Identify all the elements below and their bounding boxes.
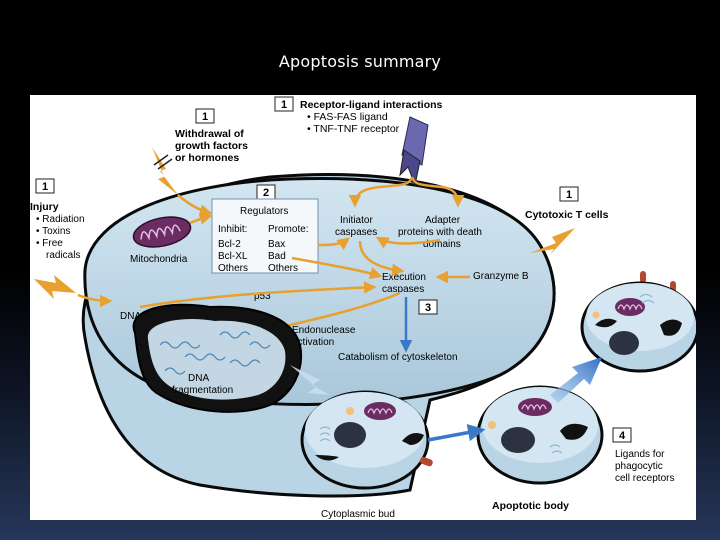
svg-text:4: 4 — [619, 430, 626, 442]
step-badge-withdrawal: 1 — [195, 108, 215, 124]
apoptotic-body-label: Apoptotic body — [492, 500, 569, 512]
step-badge-execution: 3 — [418, 299, 438, 315]
granzyme-label: Granzyme B — [473, 271, 529, 282]
injury-item-toxins: • Toxins — [36, 226, 70, 237]
receptor-item-fas: • FAS-FAS ligand — [307, 111, 388, 123]
regulators-title: Regulators — [240, 206, 288, 217]
p53-label: p53 — [254, 291, 271, 302]
lightning-cytotoxic-icon — [530, 228, 575, 255]
apoptosis-diagram: 1 1 1 1 2 3 4 Receptor-ligand interactio… — [30, 96, 696, 520]
endonuclease-line-1: Endonuclease — [292, 325, 356, 336]
cytotoxic-label: Cytotoxic T cells — [525, 209, 609, 221]
dna-fragmentation-line-1: DNA — [188, 373, 209, 384]
slide-title: Apoptosis summary — [278, 52, 442, 71]
svg-text:1: 1 — [281, 99, 287, 111]
arrow-withdrawal-to-regulators — [177, 194, 213, 217]
promoter-others: Others — [268, 263, 298, 274]
receptor-title: Receptor-ligand interactions — [300, 99, 443, 111]
apoptotic-nucleus — [501, 427, 535, 453]
inhibitor-bcl2: Bcl-2 — [218, 239, 241, 250]
withdrawal-line-1: Withdrawal of — [175, 128, 244, 140]
catabolism-label: Catabolism of cytoskeleton — [338, 352, 458, 363]
arrow-adapter-to-initiator — [375, 236, 441, 249]
withdrawal-line-3: or hormones — [175, 152, 239, 164]
svg-text:3: 3 — [425, 302, 431, 314]
svg-text:2: 2 — [263, 187, 269, 199]
apoptotic-body — [476, 385, 604, 485]
fragmented-nucleus — [132, 303, 303, 413]
adapter-line-2: proteins with death — [398, 227, 482, 238]
arrow-injury-to-dna — [77, 293, 113, 308]
adapter-line-1: Adapter — [425, 215, 461, 226]
step-badge-cytotoxic: 1 — [559, 186, 579, 202]
execution-line-2: caspases — [382, 284, 424, 295]
phagocyte-mitochondrion-icon — [615, 298, 645, 316]
arrow-to-bud — [290, 365, 330, 395]
endonuclease-line-2: activation — [292, 337, 334, 348]
receptor-icon — [399, 116, 429, 187]
injury-title: Injury — [30, 201, 59, 213]
ligands-line-1: Ligands for — [615, 449, 665, 460]
mitochondria-icon — [132, 216, 192, 248]
phagocyte-nucleus — [609, 331, 639, 355]
inhibitor-others: Others — [218, 263, 248, 274]
cytoplasmic-bud — [300, 390, 430, 490]
ligands-line-3: cell receptors — [615, 473, 674, 484]
withdrawal-line-2: growth factors — [175, 140, 248, 152]
receptor-item-tnf: • TNF-TNF receptor — [307, 123, 400, 135]
bud-mitochondrion-icon — [364, 402, 396, 420]
mitochondria-label: Mitochondria — [130, 254, 188, 265]
inhibit-header: Inhibit: — [218, 224, 247, 235]
svg-text:1: 1 — [566, 189, 572, 201]
orange-arrows — [77, 176, 470, 334]
ligands-line-2: phagocytic — [615, 461, 663, 472]
promote-header: Promote: — [268, 224, 309, 235]
step-badge-receptor: 1 — [274, 96, 294, 112]
phagocytic-cell — [580, 281, 696, 373]
inhibitor-bclxl: Bcl-XL — [218, 251, 248, 262]
promoter-bax: Bax — [268, 239, 285, 250]
dna-label: DNA — [120, 311, 141, 322]
arrow-bud-to-body — [427, 423, 486, 442]
bud-nucleus — [334, 422, 366, 448]
arrow-to-adapter — [410, 176, 465, 208]
step-badge-ligands: 4 — [612, 427, 632, 443]
arrow-regulators-to-execution — [291, 256, 383, 280]
arrow-body-to-phagocyte — [550, 357, 602, 403]
svg-text:1: 1 — [42, 181, 48, 193]
promoter-bad: Bad — [268, 251, 286, 262]
injury-item-radiation: • Radiation — [36, 214, 85, 225]
arrow-to-initiator — [348, 176, 414, 208]
cytoplasmic-bud-label: Cytoplasmic bud — [321, 509, 395, 520]
initiator-line-2: caspases — [335, 227, 377, 238]
dna-fragmentation-line-2: fragmentation — [172, 385, 233, 396]
arrow-dna-to-execution — [139, 281, 377, 309]
execution-line-1: Execution — [382, 272, 426, 283]
diagram-panel: 1 1 1 1 2 3 4 Receptor-ligand interactio… — [30, 95, 696, 520]
lightning-withdrawal-icon — [152, 147, 178, 195]
adapter-line-3: domains — [423, 239, 461, 250]
step-badge-injury: 1 — [35, 178, 55, 194]
lightning-injury-icon — [34, 275, 76, 299]
svg-text:1: 1 — [202, 111, 208, 123]
injury-item-radicals: radicals — [46, 250, 80, 261]
step-badge-regulators: 2 — [256, 184, 276, 200]
initiator-line-1: Initiator — [340, 215, 373, 226]
injury-item-free: • Free — [36, 238, 63, 249]
arrow-initiator-to-execution — [358, 240, 405, 276]
arrow-regulators-to-initiator — [317, 237, 351, 250]
